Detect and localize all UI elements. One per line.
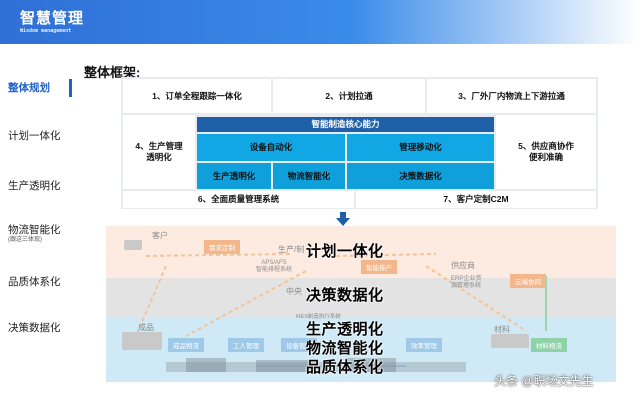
diagram-node-supplier: 供应商 [451, 261, 475, 270]
sidebar-item-label: 计划一体化 [8, 130, 61, 142]
framework-cell-logistics-alignment: 3、厂外厂内物流上下游拉通 [427, 79, 596, 113]
customer-icon [124, 240, 142, 250]
watermark: 头条 @职场文先生 [494, 374, 594, 388]
sidebar-item-production-transparency[interactable]: 生产透明化 [0, 180, 70, 192]
sidebar-item-plan-integration[interactable]: 计划一体化 [0, 130, 70, 142]
header-banner: 智慧管理 Wisdom management [0, 0, 640, 44]
diagram-tag-labor: 工人管理 [228, 338, 264, 352]
sidebar: 整体规划 计划一体化 生产透明化 物流智能化 (跟这三体现) 品质体系化 决策数… [0, 60, 72, 400]
active-indicator [69, 79, 72, 97]
overlay-plan-integration: 计划一体化 [306, 243, 384, 260]
section-title: 整体框架: [84, 65, 141, 80]
framework-cell-order-tracking: 1、订单全程跟踪一体化 [123, 79, 271, 113]
diagram-tag-schedule: 智能排产 [361, 260, 397, 274]
sidebar-item-logistics-intelligence[interactable]: 物流智能化 (跟这三体现) [0, 224, 70, 244]
sidebar-item-sublabel: (跟这三体现) [8, 237, 42, 243]
diagram-tag-efficiency: 效率管理 [406, 338, 442, 352]
framework-cell-production-transparency: 4、生产管理 透明化 [123, 115, 195, 189]
framework-cell-supplier-collaboration: 5、供应商协作 便利准确 [496, 115, 596, 189]
diagram-node-customer: 客户 [152, 231, 168, 240]
diagram-node-production: 生产/制 [278, 245, 305, 254]
framework-cell-plan-alignment: 2、计划拉通 [273, 79, 425, 113]
diagram-tag-mes: MES制造执行系统 [296, 314, 341, 320]
diagram-node-material: 材料 [494, 325, 510, 334]
sidebar-item-label: 整体规划 [8, 82, 50, 94]
diagram-tag-equipment-mgmt: 设备管理 [281, 338, 317, 352]
overlay-decision-data: 决策数据化 [306, 287, 384, 304]
diagram-tag-material-logistics: 材料物流 [531, 338, 567, 352]
diagram-node-finished: 成品 [138, 323, 154, 332]
framework-production-transparent: 生产透明化 [197, 163, 271, 189]
framework-logistics-smart: 物流智能化 [273, 163, 345, 189]
diagram-tag-demand: 需求定制 [204, 240, 240, 254]
page-title: 智慧管理 [20, 10, 85, 27]
page-subtitle: Wisdom management [20, 28, 72, 34]
sidebar-item-quality-system[interactable]: 品质体系化 [0, 276, 70, 288]
material-icon [491, 334, 529, 348]
sidebar-item-decision-data[interactable]: 决策数据化 [0, 322, 70, 334]
framework-decision-data: 决策数据化 [347, 163, 494, 189]
down-arrow-icon [336, 212, 350, 226]
production-line-illustration [166, 358, 466, 372]
diagram-tag-finished-logistics: 成品物流 [168, 338, 204, 352]
diagram-tag-erp: ERP企业资 源管理系统 [451, 276, 482, 289]
framework-cell-c2m: 7、客户定制C2M [356, 191, 596, 208]
framework-cell-quality-management: 6、全面质量管理系统 [123, 191, 354, 208]
diagram-tag-cloud: 云端协同 [510, 274, 546, 288]
diagram-tag-aps: APS/AFS 智能排程系统 [256, 260, 293, 273]
sidebar-item-label: 物流智能化 [8, 224, 61, 236]
diagram-node-center: 中央 [286, 287, 302, 296]
framework-mobile-management: 管理移动化 [347, 134, 494, 161]
framework-core-capability: 智能制造核心能力 [197, 117, 494, 132]
sidebar-item-label: 品质体系化 [8, 276, 61, 288]
overlay-production-transparency: 生产透明化 [306, 321, 384, 338]
overlay-quality-system: 品质体系化 [306, 359, 384, 376]
process-diagram: 客户 需求定制 生产/制 APS/AFS 智能排程系统 智能排产 供应商 ERP… [106, 226, 616, 386]
framework-grid: 1、订单全程跟踪一体化 2、计划拉通 3、厂外厂内物流上下游拉通 4、生产管理 … [121, 77, 598, 209]
framework-equipment-automation: 设备自动化 [197, 134, 345, 161]
overlay-logistics-intelligence: 物流智能化 [306, 340, 384, 357]
finished-goods-icon [122, 332, 162, 350]
sidebar-item-overall-plan[interactable]: 整体规划 [0, 82, 70, 94]
sidebar-item-label: 决策数据化 [8, 322, 61, 334]
sidebar-item-label: 生产透明化 [8, 180, 61, 192]
